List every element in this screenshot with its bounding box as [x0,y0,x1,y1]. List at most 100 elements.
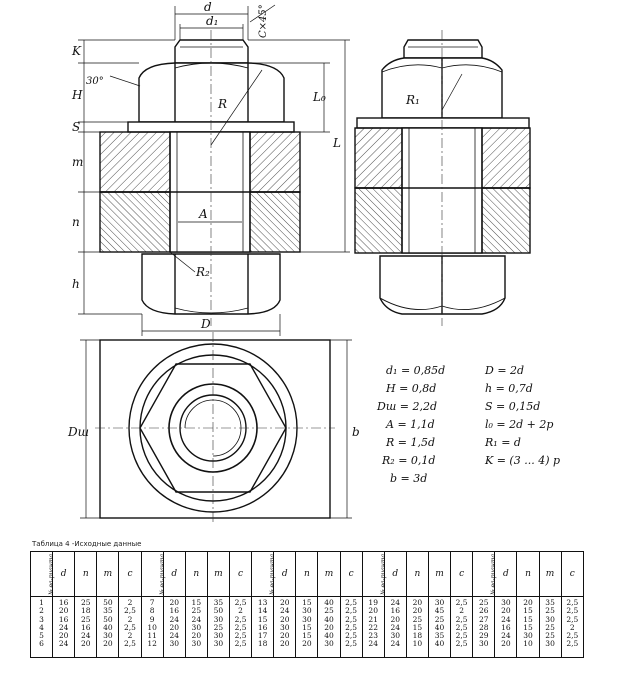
table-value: 2,5 [345,598,358,607]
param-header: c [228,551,253,597]
table-value: 9 [149,614,155,624]
variant-header: № ва-рианта [361,551,387,597]
table-value: 30 [103,631,113,641]
label-R1: R₁ [405,93,420,107]
table-value: 15 [523,614,533,624]
table-value: 16 [169,606,179,616]
table-value: 2,5 [455,614,468,624]
param-header: c [560,551,585,597]
table-value: 20 [279,614,290,624]
table-value: 24 [169,631,179,641]
table-value: 2,5 [234,631,247,641]
table-value: 40 [324,614,334,624]
table-value: 35 [213,598,224,607]
table-value: 30 [213,639,224,649]
table-value: 24 [368,639,378,649]
table-value: 35 [545,598,555,607]
table-value: 2 [127,598,133,607]
table-value: 20 [279,639,290,649]
table-value: 40 [103,622,113,632]
table-value: 30 [213,631,224,641]
label-d1: d₁ [206,14,219,28]
table-value: 2,5 [566,598,579,607]
label-R: R [217,97,227,111]
table-value: 24 [501,631,511,641]
table-value: 30 [324,639,334,649]
table-value: 2,5 [455,631,468,641]
table-value: 25 [81,598,91,607]
table-value: 20 [279,598,290,607]
table-value: 20 [390,614,401,624]
label-D: D [200,317,211,331]
variant-header: № ва-рианта [251,551,276,597]
top-view [99,339,331,519]
side-view [354,39,531,315]
label-L0: L₀ [312,90,326,104]
table-value: 10 [147,622,157,632]
variant-header: № ва-рианта [472,551,497,597]
param-header: c [339,551,363,597]
table-value: 15 [412,622,423,632]
table-value: 45 [434,606,445,616]
table-value: 2,5 [566,631,579,641]
table-value: 3 [39,614,44,624]
table-value: 2 [39,606,44,616]
table-value: 7 [149,598,155,607]
table-value: 16 [58,598,69,607]
table-value: 8 [149,606,155,616]
table-value: 2,5 [566,606,579,616]
param-header: n [184,551,208,597]
table-value: 17 [257,631,268,641]
table-value: 2,5 [124,639,136,649]
table-value: 20 [169,598,179,607]
table-value: 40 [324,598,334,607]
table-value: 16 [501,622,511,632]
table-value: 18 [412,631,423,641]
table-value: 20 [58,606,69,616]
table-value: 30 [279,622,290,632]
table-value: 15 [257,614,268,624]
table-value: 24 [191,614,202,624]
table-value: 23 [368,631,378,641]
table-value: 2 [127,614,133,624]
variant-header: № ва-рианта [29,551,55,597]
table-value: 19 [368,598,378,607]
table-value: 10 [523,639,533,649]
bolt-end-side [403,39,483,59]
param-header: c [450,551,474,597]
label-Dsh: Dш [67,425,89,439]
label-d: d [204,0,212,14]
table-value: 18 [81,606,91,616]
table-value: 4 [39,622,44,632]
table-value: 25 [545,631,555,641]
table-value: 50 [213,606,224,616]
table-value: 24 [279,606,290,616]
param-header: d [383,551,407,597]
table-value: 30 [523,631,533,641]
table-value: 2 [238,606,243,616]
param-header: m [538,551,562,597]
label-A: A [198,207,208,221]
table-value: 40 [434,622,445,632]
table-value: 6 [39,639,44,649]
table-value: 20 [324,622,334,632]
param-header: m [96,551,120,597]
param-header: m [427,551,452,597]
table-value: 2,5 [345,631,358,641]
table-value: 2,5 [566,639,579,649]
table-value: 30 [545,614,555,624]
table-value: 35 [434,631,445,641]
table-value: 40 [434,639,445,649]
